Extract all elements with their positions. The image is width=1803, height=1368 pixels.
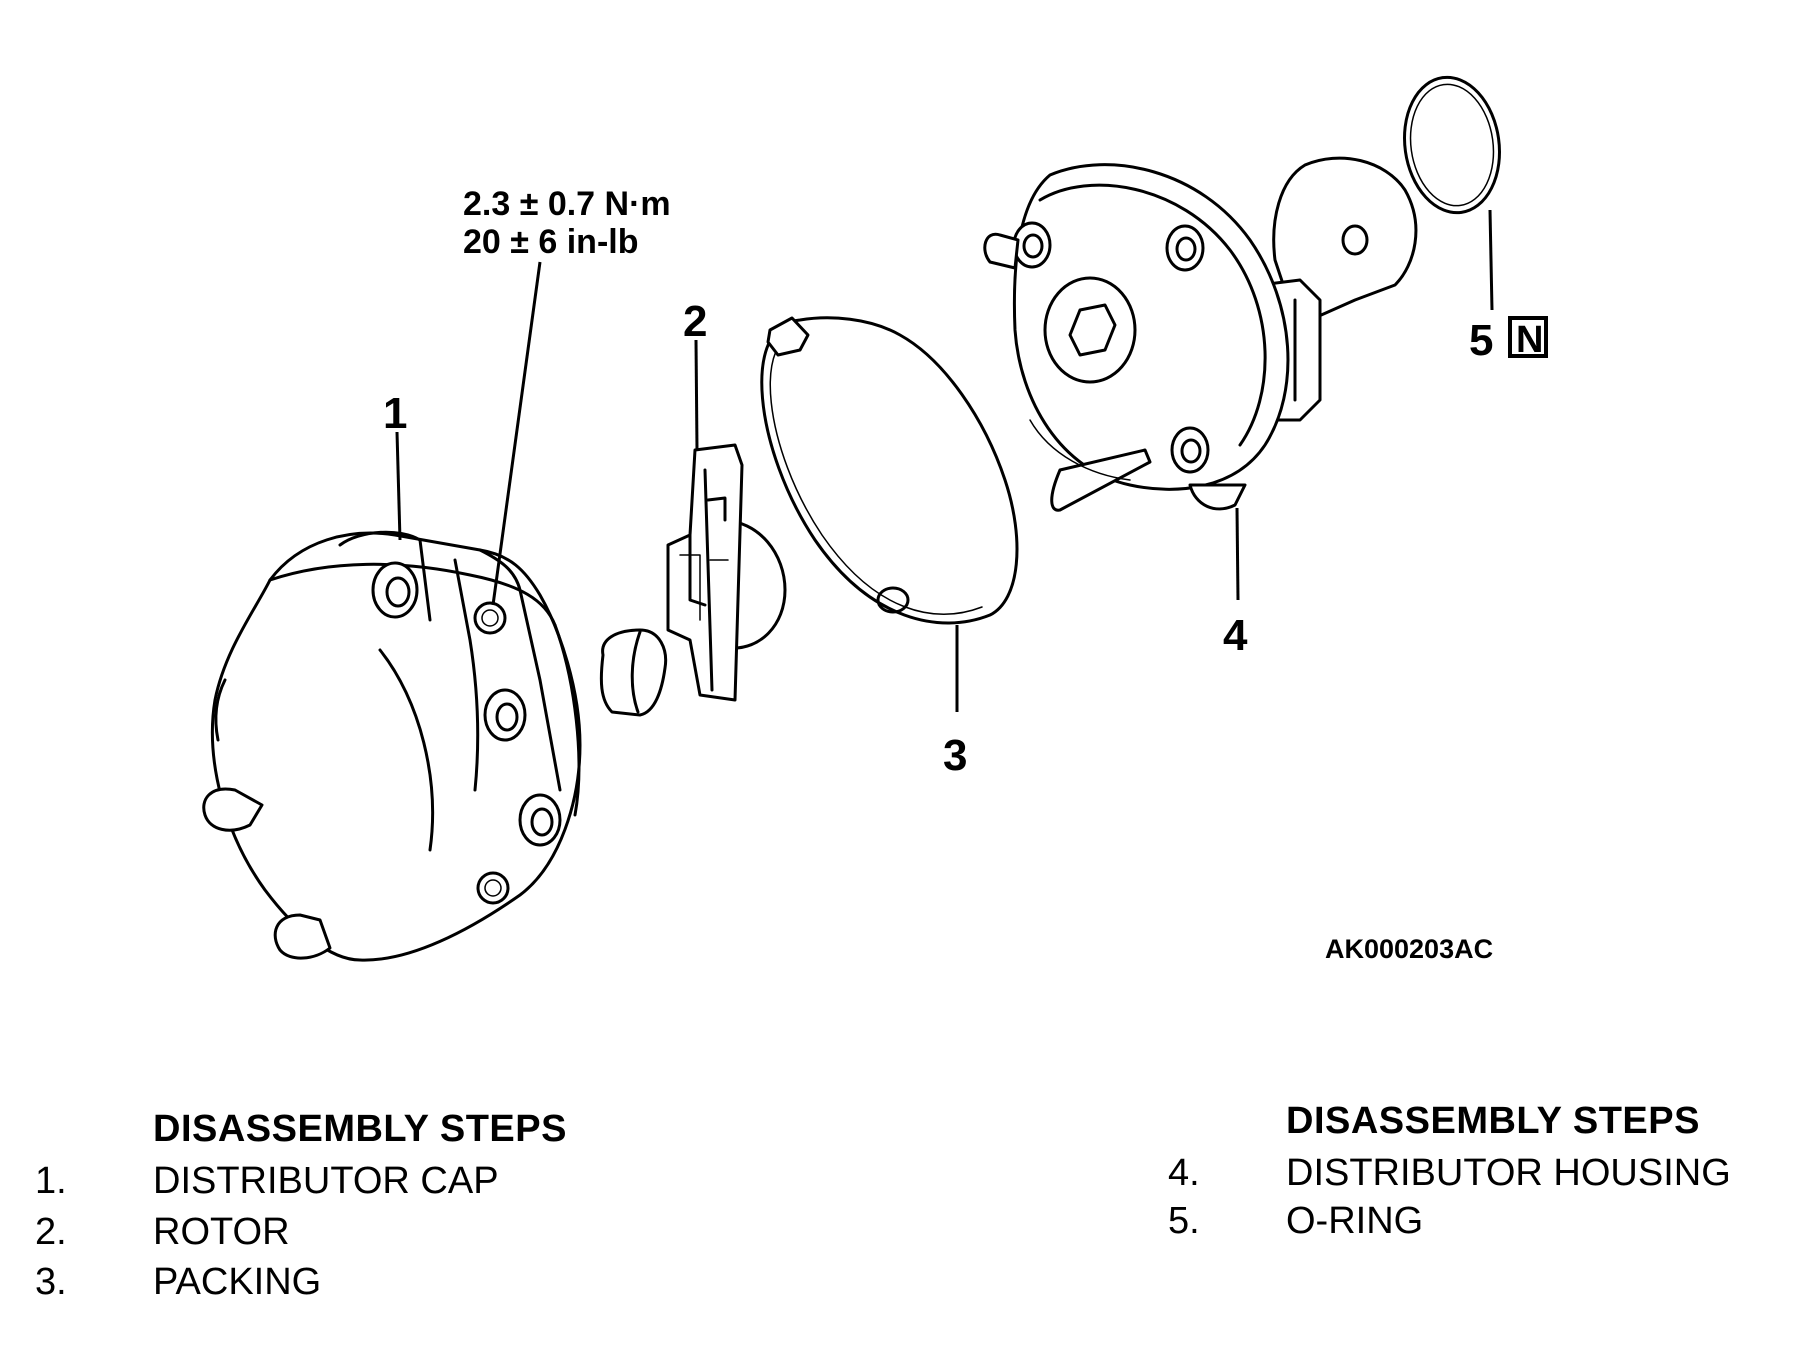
disassembly-steps-right: DISASSEMBLY STEPS 4. DISTRIBUTOR HOUSING… — [1168, 1100, 1788, 1270]
leader-line-4 — [1235, 507, 1240, 601]
o-ring-drawing — [1403, 75, 1501, 215]
packing-drawing — [760, 316, 1019, 625]
callout-3: 3 — [943, 731, 967, 780]
step-label: DISTRIBUTOR HOUSING — [1286, 1152, 1731, 1194]
step-number: 5. — [1168, 1200, 1200, 1242]
torque-spec-metric: 2.3 ± 0.7 N·m — [463, 185, 671, 223]
steps-right-title: DISASSEMBLY STEPS — [1286, 1100, 1700, 1142]
callout-1: 1 — [383, 389, 407, 438]
step-number: 2. — [35, 1211, 67, 1253]
callout-5: 5 — [1469, 316, 1493, 365]
rotor-drawing — [599, 443, 787, 717]
callout-4: 4 — [1223, 611, 1248, 660]
callout-2: 2 — [683, 297, 707, 346]
leader-line-2 — [694, 339, 699, 451]
torque-leader-line — [491, 261, 542, 606]
step-number: 4. — [1168, 1152, 1200, 1194]
disassembly-steps-left: DISASSEMBLY STEPS 1. DISTRIBUTOR CAP 2. … — [35, 1108, 735, 1328]
steps-left-title: DISASSEMBLY STEPS — [153, 1108, 567, 1150]
torque-spec-imperial: 20 ± 6 in-lb — [463, 223, 638, 261]
step-number: 1. — [35, 1160, 67, 1202]
step-label: DISTRIBUTOR CAP — [153, 1160, 499, 1202]
leader-line-1 — [395, 431, 402, 541]
distributor-cap-drawing — [202, 530, 582, 962]
step-label: ROTOR — [153, 1211, 290, 1253]
leader-line-5 — [1488, 209, 1494, 311]
step-number: 3. — [35, 1261, 67, 1303]
figure-id: AK000203AC — [1325, 934, 1493, 964]
exploded-view-diagram: 1 2 3 4 5 N 2.3 ± 0.7 N·m 20 ± 6 in-lb A… — [202, 75, 1548, 964]
step-label: PACKING — [153, 1261, 322, 1303]
new-part-badge: N — [1508, 316, 1548, 361]
new-part-badge-label: N — [1516, 319, 1543, 361]
step-label: O-RING — [1286, 1200, 1424, 1242]
distributor-housing-drawing — [983, 156, 1418, 512]
